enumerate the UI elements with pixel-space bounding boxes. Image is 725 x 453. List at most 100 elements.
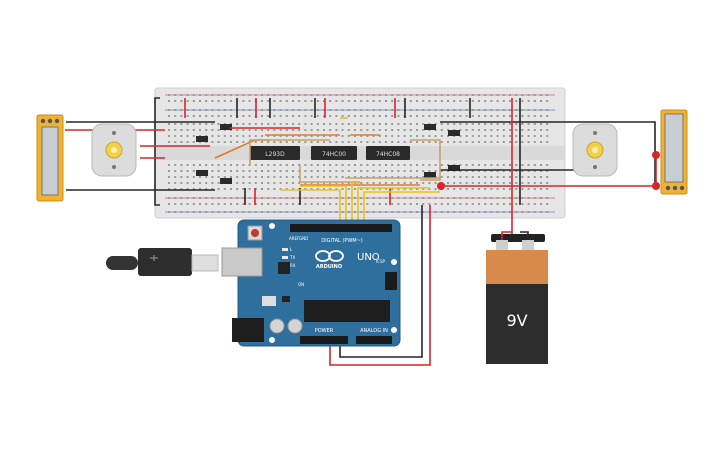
slide-switch-right[interactable] — [660, 109, 688, 195]
breadboard-hole — [478, 211, 480, 213]
breadboard-hole — [199, 211, 201, 213]
breadboard[interactable] — [154, 87, 566, 219]
breadboard-hole — [310, 170, 313, 172]
dc-motor-right[interactable] — [572, 123, 618, 177]
breadboard-hole — [465, 129, 468, 131]
ic-74hc00[interactable]: 74HC00 — [311, 146, 357, 160]
breadboard-hole — [391, 129, 394, 131]
reset-button-cap[interactable] — [251, 229, 259, 237]
resistor-top-left[interactable] — [220, 124, 232, 130]
breadboard-hole — [490, 94, 493, 96]
resistor-top-right[interactable] — [424, 124, 436, 130]
breadboard-hole — [385, 211, 387, 213]
arduino-power-jack[interactable] — [232, 318, 264, 342]
resistor-right-1[interactable] — [448, 130, 460, 136]
breadboard-hole — [248, 203, 251, 205]
resistor-left-1[interactable] — [196, 136, 208, 142]
breadboard-hole — [502, 135, 505, 137]
breadboard-hole — [211, 182, 214, 184]
gnd-label: GND — [299, 236, 308, 241]
breadboard-hole — [230, 170, 232, 172]
breadboard-hole — [465, 170, 468, 172]
breadboard-hole — [502, 109, 505, 111]
breadboard-hole — [211, 141, 214, 143]
breadboard-hole — [180, 94, 183, 96]
icsp-header[interactable] — [385, 272, 397, 290]
arduino-uno[interactable]: DIGITAL (PWM~) AREF GND ARDUINO UNO ICSP… — [221, 219, 401, 347]
breadboard-hole — [372, 164, 375, 166]
breadboard-hole — [335, 135, 338, 137]
breadboard-hole — [509, 141, 511, 143]
breadboard-hole — [347, 164, 350, 166]
breadboard-hole — [211, 100, 214, 102]
usb-cable[interactable] — [106, 248, 219, 276]
breadboard-hole — [385, 182, 387, 184]
aref-label: AREF — [289, 236, 300, 241]
breadboard-hole — [254, 176, 257, 178]
breadboard-hole — [205, 176, 208, 178]
dc-motor-left[interactable] — [91, 123, 137, 177]
breadboard-hole — [279, 94, 282, 96]
analog-header[interactable] — [356, 336, 392, 344]
breadboard-hole — [428, 188, 431, 190]
breadboard-hole — [335, 203, 338, 205]
breadboard-hole — [304, 211, 307, 213]
breadboard-hole — [515, 176, 518, 178]
breadboard-hole — [459, 182, 462, 184]
breadboard-hole — [496, 141, 499, 143]
yellow-wires[interactable] — [280, 117, 440, 225]
breadboard-hole — [490, 109, 493, 111]
breadboard-hole — [261, 109, 263, 111]
slide-switch-left[interactable] — [36, 114, 64, 202]
breadboard-hole — [366, 188, 369, 190]
breadboard-hole — [347, 197, 350, 199]
breadboard-hole — [465, 100, 468, 102]
black-wires[interactable] — [66, 97, 656, 358]
breadboard-hole — [502, 115, 505, 117]
breadboard-hole — [354, 211, 356, 213]
resistor-right-2[interactable] — [448, 165, 460, 171]
breadboard-hole — [279, 188, 282, 190]
breadboard-hole — [192, 123, 195, 125]
ic-label-74hc08: 74HC08 — [376, 151, 400, 158]
mounting-hole-1 — [269, 223, 275, 229]
breadboard-hole — [248, 129, 251, 131]
breadboard-hole — [434, 115, 437, 117]
breadboard-hole — [416, 211, 418, 213]
breadboard-hole — [509, 211, 511, 213]
breadboard-hole — [217, 109, 220, 111]
junction-dot-breadboard — [437, 182, 445, 190]
breadboard-hole — [323, 100, 325, 102]
battery-9v[interactable]: 9V — [486, 234, 548, 364]
resistor-bottom-right[interactable] — [424, 172, 436, 178]
red-wires[interactable] — [65, 98, 657, 366]
power-header[interactable] — [300, 336, 348, 344]
ic-74hc08[interactable]: 74HC08 — [366, 146, 410, 160]
resistor-left-2[interactable] — [196, 170, 208, 176]
breadboard-hole — [335, 170, 338, 172]
breadboard-hole — [217, 182, 220, 184]
breadboard-hole — [416, 141, 418, 143]
resistor-bottom-left[interactable] — [220, 178, 232, 184]
arduino-usb-port[interactable] — [221, 247, 263, 277]
breadboard-hole — [329, 203, 332, 205]
battery-black-lead[interactable] — [520, 231, 529, 240]
battery-red-lead[interactable] — [501, 231, 512, 240]
breadboard-hole — [391, 176, 394, 178]
ic-l293d[interactable]: L293D — [250, 146, 300, 160]
breadboard-hole — [471, 203, 474, 205]
breadboard-hole — [527, 141, 530, 143]
breadboard-hole — [168, 109, 170, 111]
breadboard-hole — [422, 100, 425, 102]
breadboard-hole — [471, 170, 474, 172]
breadboard-hole — [360, 135, 363, 137]
breadboard-hole — [546, 170, 549, 172]
breadboard-hole — [490, 188, 493, 190]
breadboard-hole — [341, 94, 344, 96]
breadboard-hole — [335, 123, 338, 125]
digital-header[interactable] — [290, 224, 392, 232]
breadboard-hole — [180, 135, 183, 137]
breadboard-hole — [310, 176, 313, 178]
tan-wires[interactable] — [249, 139, 441, 183]
